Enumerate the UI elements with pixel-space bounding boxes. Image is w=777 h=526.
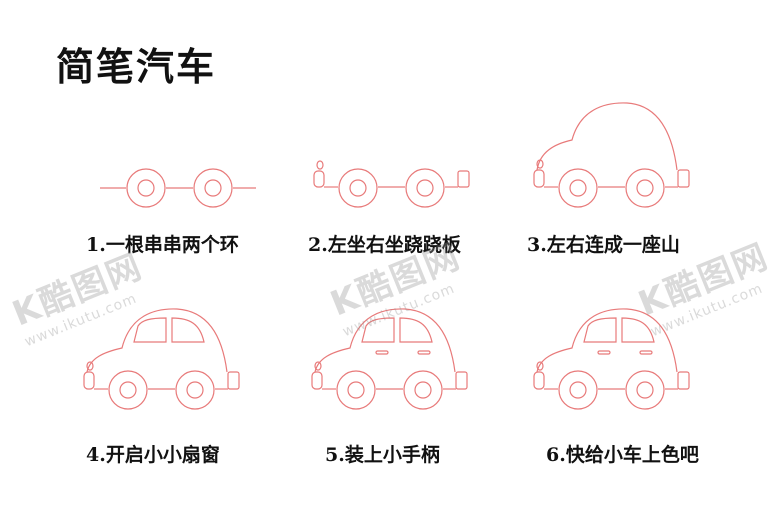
step-4-caption: 4.开启小小扇窗 [86, 444, 220, 466]
step-1-caption: 1.一根串串两个环 [86, 234, 239, 256]
step-3-caption: 3.左右连成一座山 [527, 234, 680, 256]
step-2-drawing [312, 158, 474, 218]
step-3-drawing [532, 100, 694, 220]
step-1-drawing [100, 160, 260, 220]
step-5-caption: 5.装上小手柄 [325, 444, 440, 466]
step-1-svg [100, 168, 256, 208]
page-title: 简笔汽车 [56, 45, 217, 89]
step-5-drawing [310, 304, 472, 416]
step-2-caption: 2.左坐右坐跷跷板 [308, 234, 461, 256]
step-6-drawing [532, 304, 694, 416]
step-6-caption: 6.快给小车上色吧 [546, 444, 699, 466]
step-4-drawing [82, 304, 244, 416]
